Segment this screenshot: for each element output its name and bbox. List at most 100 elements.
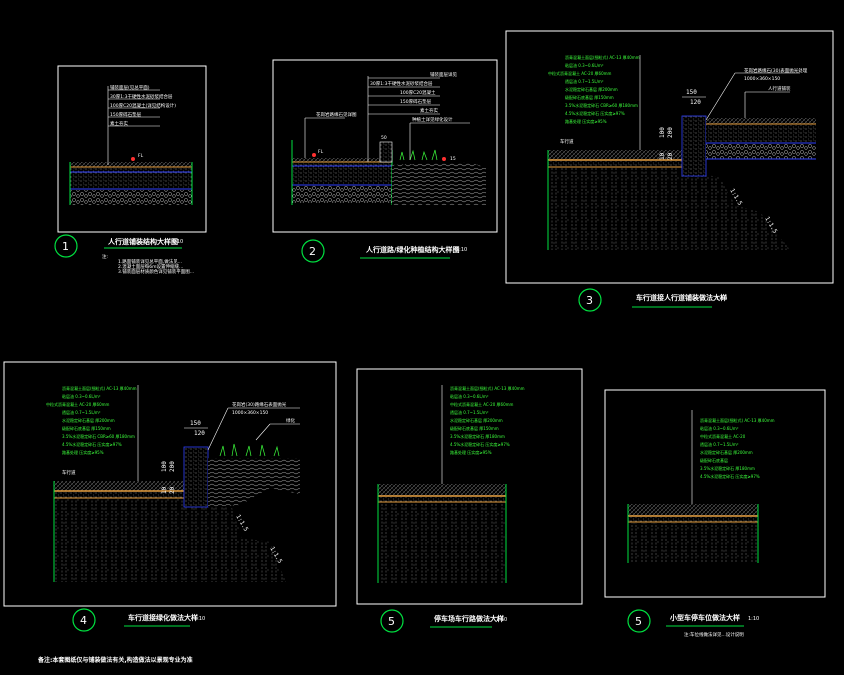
subgrade-soil xyxy=(54,499,286,582)
left-note: 车行道 xyxy=(62,469,76,476)
detail-title: 小型车停车位做法大样 xyxy=(669,613,740,622)
detail-number: 5 xyxy=(388,615,395,628)
gravel-layer xyxy=(70,190,192,205)
planting-soil xyxy=(392,162,486,205)
layer-note: 花岗岩路缘石见详图 xyxy=(316,111,357,118)
dim-label: 150 xyxy=(686,89,697,96)
detail-number: 4 xyxy=(80,614,87,627)
detail-number-circle xyxy=(54,234,78,258)
detail-number: 2 xyxy=(309,245,316,258)
layer-note: 级配碎石底基层 厚150mm xyxy=(450,425,499,431)
layer-note: 粘层油 0.3~0.6L/m² xyxy=(565,62,604,68)
dim-label: 10 xyxy=(161,486,168,494)
detail-scale: 1:10 xyxy=(748,616,759,622)
paving-surface-layer xyxy=(70,162,192,167)
sub-note: 注: xyxy=(102,253,108,260)
concrete-layer xyxy=(70,168,192,189)
curb-note: 花岗岩路缘石(30)表面抛光处理 xyxy=(744,67,808,74)
layer-note: 透层油 0.7~1.5L/m² xyxy=(62,409,101,415)
layer-note: 铺装面层详见 xyxy=(430,71,457,78)
right-note: 人行道铺装 xyxy=(768,85,791,92)
detail-5b: 沥青混凝土面层(细粒式) AC-13 厚40mm 粘层油 0.3~0.6L/m²… xyxy=(604,389,826,638)
curb-note: 花岗岩(30)路缘石表面抛光 xyxy=(232,401,287,408)
layer-note: 4.5%水泥稳定碎石 压实度≥97% xyxy=(700,473,760,479)
curb-stone xyxy=(681,115,707,177)
dim-label: 200 xyxy=(667,127,674,138)
layer-note: 素土夯实 xyxy=(420,107,438,114)
detail-3: 150 120 200 100 20 10 1:1.5 1:1.5 花岗岩路缘石… xyxy=(505,30,834,312)
layer-note: 中粒式沥青混凝土 AC-20 厚60mm xyxy=(46,401,110,407)
layer-note: 素土夯实 xyxy=(110,120,128,127)
layer-note: 水泥稳定碎石基层 厚200mm xyxy=(700,449,753,455)
dim-label: 120 xyxy=(690,99,701,106)
footer-note: 备注:本套图纸仅与铺装做法有关,构造做法以景观专业为准 xyxy=(37,656,193,664)
detail-scale: 1:10 xyxy=(456,247,467,253)
layer-note: 透层油 0.7~1.5L/m² xyxy=(565,78,604,84)
layer-note: 级配碎石底基层 厚150mm xyxy=(565,94,614,100)
dim-label: 200 xyxy=(169,461,176,472)
layer-note: 4.5%水泥稳定碎石 压实度≥97% xyxy=(62,441,122,447)
planting-soil xyxy=(208,458,300,507)
detail-1: FL 铺装面层(见总平面) 30厚1:3干硬性水泥砂浆结合层 100厚C20混凝… xyxy=(54,65,207,275)
layer-note: 种植土详见绿化设计 xyxy=(412,116,453,123)
layer-note: 粘层油 0.3~0.6L/m² xyxy=(62,393,101,399)
curb-stone xyxy=(183,446,209,508)
subgrade-soil xyxy=(378,503,506,583)
dim-label: 10 xyxy=(659,152,666,160)
layer-note: 4.5%水泥稳定碎石 压实度≥97% xyxy=(450,441,510,447)
layer-note: 沥青混凝土面层(细粒式) AC-13 厚40mm xyxy=(700,417,775,423)
dim-label: 50 xyxy=(381,135,387,141)
right-note: 绿化 xyxy=(286,417,295,424)
layer-note: 沥青混凝土面层(细粒式) AC-13 厚40mm xyxy=(450,385,525,391)
detail-number-circle xyxy=(72,608,96,632)
detail-number: 5 xyxy=(635,615,642,628)
layer-note: 100厚C20混凝土(详见结构设计) xyxy=(110,102,176,109)
layer-note: 4.5%水泥稳定碎石 压实度≥97% xyxy=(565,110,625,116)
layer-note: 中粒式沥青混凝土 AC-20 厚60mm xyxy=(548,70,612,76)
level-label: 15 xyxy=(450,156,456,162)
layer-note: 水泥稳定碎石基层 厚200mm xyxy=(62,417,115,423)
layer-note: 水泥稳定碎石基层 厚200mm xyxy=(565,86,618,92)
grass-icon xyxy=(399,149,438,161)
subgrade-soil xyxy=(548,168,790,250)
curb-size: 1000×360×150 xyxy=(232,410,268,416)
detail-5b-frame xyxy=(604,389,826,598)
detail-scale: 1:10 xyxy=(496,617,507,623)
layer-note: 3.5%水泥稳定碎石 CBR≥60 厚180mm xyxy=(565,102,638,108)
fl-label: FL xyxy=(318,149,324,155)
detail-number-circle xyxy=(301,239,325,263)
dim-label: 120 xyxy=(194,430,205,437)
layer-note: 沥青混凝土面层(细粒式) AC-13 厚40mm xyxy=(62,385,137,391)
dim-label: 20 xyxy=(169,486,176,494)
detail-5a: 沥青混凝土面层(细粒式) AC-13 厚40mm 粘层油 0.3~0.6L/m²… xyxy=(356,368,583,633)
dim-label: 150 xyxy=(190,420,201,427)
layer-note: 路基处理 压实度≥95% xyxy=(62,449,104,455)
layer-note: 水泥稳定碎石基层 厚200mm xyxy=(450,417,503,423)
detail-5a-frame xyxy=(356,368,583,605)
grass-icon xyxy=(219,443,280,457)
layer-note: 3.5%水泥稳定碎石 CBR≥60 厚180mm xyxy=(62,433,135,439)
level-marker-icon xyxy=(442,157,446,161)
layer-note: 路基处理 压实度≥95% xyxy=(565,118,607,124)
detail-title: 人行道铺装结构大样图 xyxy=(108,237,178,246)
sub-note: 3.铺装面层材质颜色详见铺装平面图... xyxy=(118,268,194,275)
sub-note: 1.路面铺装详见总平面,做法见... xyxy=(118,258,182,265)
detail-title: 停车场车行路做法大样 xyxy=(434,614,504,623)
layer-note: 粘层油 0.3~0.6L/m² xyxy=(450,393,489,399)
fl-label: FL xyxy=(138,153,144,159)
layer-note: 3.5%水泥稳定碎石 厚180mm xyxy=(450,433,505,439)
detail-title: 车行道接人行道铺装做法大样 xyxy=(636,293,727,302)
detail-3-frame xyxy=(505,30,834,284)
detail-scale: 1:10 xyxy=(172,239,183,245)
detail-scale: 1:10 xyxy=(194,616,205,622)
layer-note: 沥青混凝土面层(细粒式) AC-13 厚40mm xyxy=(565,54,640,60)
layer-note: 粘层油 0.3~0.6L/m² xyxy=(700,425,739,431)
layer-note: 150厚碎石垫层 xyxy=(400,98,432,105)
layer-note: 中粒式沥青混凝土 AC-20 厚60mm xyxy=(450,401,514,407)
detail-1-frame xyxy=(57,65,207,233)
detail-scale: 1:10 xyxy=(716,296,727,302)
detail-number: 3 xyxy=(586,294,593,307)
detail-number-circle xyxy=(380,609,404,633)
sub-note: 注:车位线做法详见...设计说明 xyxy=(684,631,744,638)
